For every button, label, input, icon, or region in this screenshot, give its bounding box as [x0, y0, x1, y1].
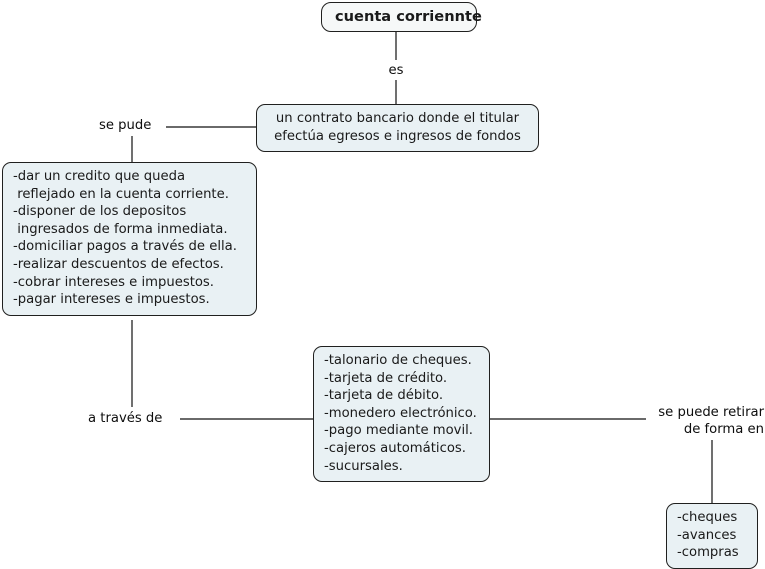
node-access-methods-list[interactable]: -talonario de cheques. -tarjeta de crédi…	[313, 346, 490, 483]
edge-label-se-pude: se pude	[99, 117, 163, 135]
edge-label-se-puede-retirar: se puede retirar de forma en	[648, 404, 764, 439]
node-withdrawal-forms-list[interactable]: -cheques -avances -compras	[666, 503, 758, 569]
edge-label-es: es	[382, 62, 410, 80]
node-definition[interactable]: un contrato bancario donde el titular ef…	[256, 104, 539, 153]
node-capabilities-list[interactable]: -dar un credito que queda reflejado en l…	[2, 162, 257, 316]
edge-label-a-traves-de: a través de	[88, 410, 176, 428]
node-cuenta-corriente[interactable]: cuenta corriennte	[321, 2, 482, 32]
